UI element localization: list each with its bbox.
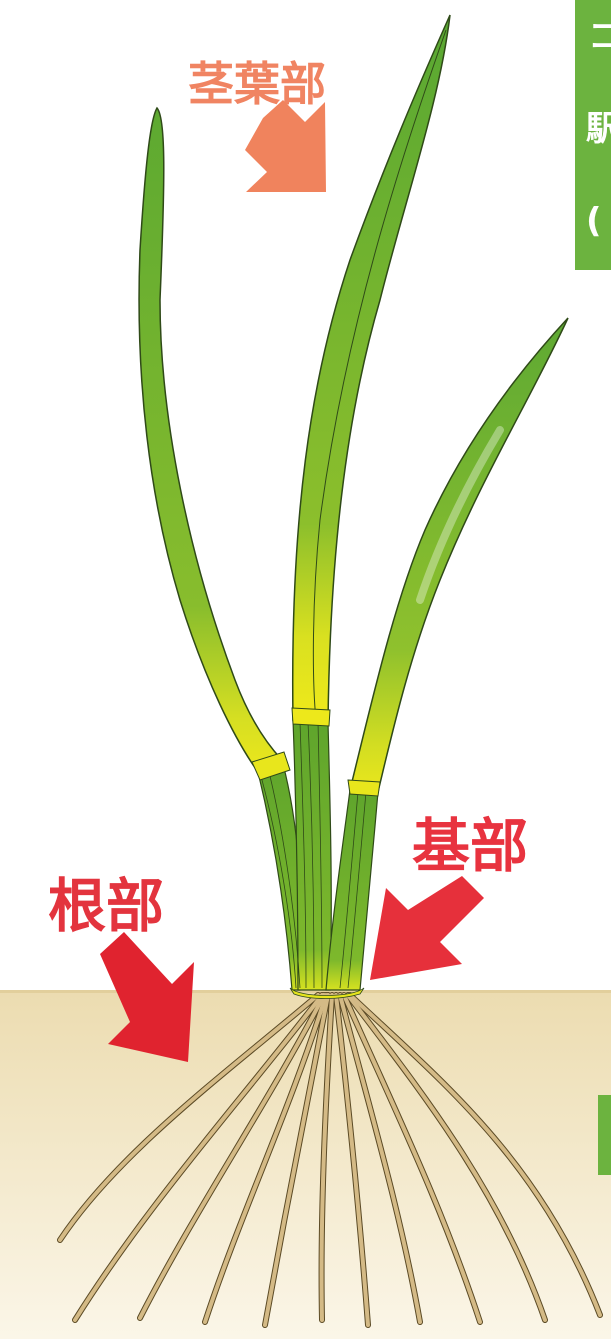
corner-panel-glyph-1: コ xyxy=(588,17,611,57)
corner-panel-glyph-3: ( xyxy=(586,201,602,241)
corner-panel-top xyxy=(575,0,611,270)
base-label: 基部 xyxy=(412,812,528,880)
soil-edge xyxy=(0,990,611,993)
roots xyxy=(57,992,603,1328)
leaf-middle-sheath-top xyxy=(291,707,331,727)
leaf-left-sheath-top xyxy=(251,751,291,781)
corner-panel-bottom xyxy=(598,1095,611,1175)
stem-leaf-label: 茎葉部 xyxy=(188,57,326,111)
root-label: 根部 xyxy=(48,872,164,940)
arrow-down-left-icon xyxy=(370,876,484,980)
leaf-right xyxy=(349,317,569,793)
leaf-left xyxy=(138,106,284,773)
arrow-down-right-icon xyxy=(100,932,194,1062)
arrow-down-right-icon xyxy=(245,100,326,192)
stem-sheaths xyxy=(257,719,379,999)
leaf-right-sheath-top xyxy=(347,779,381,797)
soil-layer xyxy=(0,990,611,1339)
leaf-right-highlight xyxy=(416,426,504,604)
corner-panel-glyph-2: 駅 xyxy=(586,109,611,149)
leaf-middle-fold xyxy=(312,29,447,721)
